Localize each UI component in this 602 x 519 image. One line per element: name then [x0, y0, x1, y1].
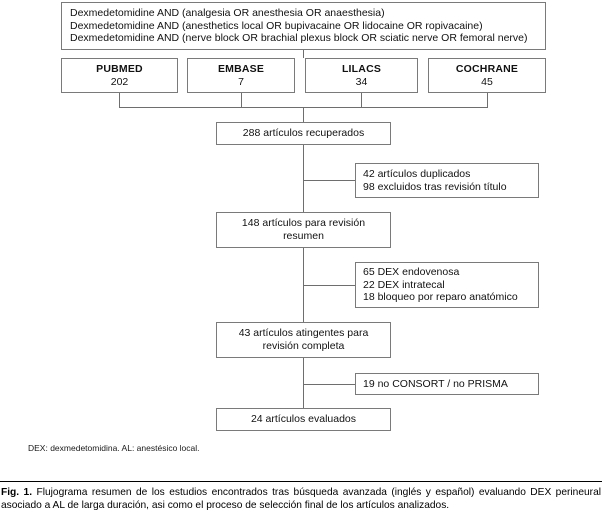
exclusion-box-duplicates: 42 artículos duplicados 98 excluidos tra… [355, 163, 539, 198]
database-box-lilacs: LILACS 34 [305, 58, 418, 93]
exclusion-2-line-1: 65 DEX endovenosa [363, 265, 460, 278]
exclusion-box-reporting-standards: 19 no CONSORT / no PRISMA [355, 373, 539, 395]
connector-fulltext-to-evaluated [303, 358, 304, 408]
database-name-lilacs: LILACS [341, 62, 382, 75]
connector-branch-exclusion-2 [303, 285, 355, 286]
database-box-pubmed: PUBMED 202 [61, 58, 178, 93]
database-box-cochrane: COCHRANE 45 [428, 58, 546, 93]
flow-box-fulltext-line-1: 43 artículos atingentes para [238, 327, 369, 340]
flow-box-fulltext-line-2: revisión completa [262, 340, 345, 352]
connector-lilacs-down [361, 93, 362, 107]
database-count-pubmed: 202 [110, 75, 129, 88]
figure-caption: Fig. 1. Flujograma resumen de los estudi… [1, 486, 601, 513]
figure-caption-text: Flujograma resumen de los estudios encon… [1, 487, 601, 512]
flow-box-retrieved-label: 288 artículos recuperados [242, 127, 365, 140]
flow-box-abstract-review: 148 artículos para revisión resumen [216, 212, 391, 248]
search-query-line-1: Dexmedetomidine AND (analgesia OR anesth… [70, 6, 385, 19]
search-query-line-2: Dexmedetomidine AND (anesthetics local O… [70, 19, 483, 32]
connector-embase-down [241, 93, 242, 107]
connector-bus-to-retrieved [303, 107, 304, 122]
connector-retrieved-to-abstract [303, 145, 304, 212]
connector-pubmed-down [119, 93, 120, 107]
flow-box-abstract-line-1: 148 artículos para revisión [241, 217, 366, 230]
database-name-embase: EMBASE [217, 62, 265, 75]
figure-footnote: DEX: dexmedetomidina. AL: anestésico loc… [28, 443, 200, 453]
database-count-cochrane: 45 [481, 75, 493, 88]
connector-query-to-databases [303, 50, 304, 58]
exclusion-2-line-3: 18 bloqueo por reparo anatómico [363, 291, 518, 304]
flow-box-evaluated: 24 artículos evaluados [216, 408, 391, 431]
flow-box-evaluated-label: 24 artículos evaluados [250, 413, 357, 426]
database-count-lilacs: 34 [355, 75, 368, 88]
database-name-cochrane: COCHRANE [455, 62, 519, 75]
exclusion-box-route: 65 DEX endovenosa 22 DEX intratecal 18 b… [355, 262, 539, 308]
database-box-embase: EMBASE 7 [187, 58, 295, 93]
connector-branch-exclusion-1 [303, 180, 355, 181]
connector-branch-exclusion-3 [303, 384, 355, 385]
connector-cochrane-down [487, 93, 488, 107]
exclusion-1-line-2: 98 excluidos tras revisión título [363, 180, 507, 193]
flow-box-abstract-line-2: resumen [283, 230, 324, 242]
figure-caption-label: Fig. 1. [1, 487, 33, 498]
flow-box-retrieved: 288 artículos recuperados [216, 122, 391, 145]
search-query-line-3: Dexmedetomidine AND (nerve block OR brac… [70, 32, 528, 45]
search-query-box: Dexmedetomidine AND (analgesia OR anesth… [61, 2, 546, 50]
caption-divider [0, 481, 602, 482]
flow-box-fulltext-review: 43 artículos atingentes para revisión co… [216, 322, 391, 358]
database-count-embase: 7 [238, 75, 244, 88]
exclusion-3-line-1: 19 no CONSORT / no PRISMA [363, 377, 508, 390]
database-name-pubmed: PUBMED [96, 62, 143, 75]
exclusion-2-line-2: 22 DEX intratecal [363, 278, 445, 291]
exclusion-1-line-1: 42 artículos duplicados [363, 167, 471, 180]
